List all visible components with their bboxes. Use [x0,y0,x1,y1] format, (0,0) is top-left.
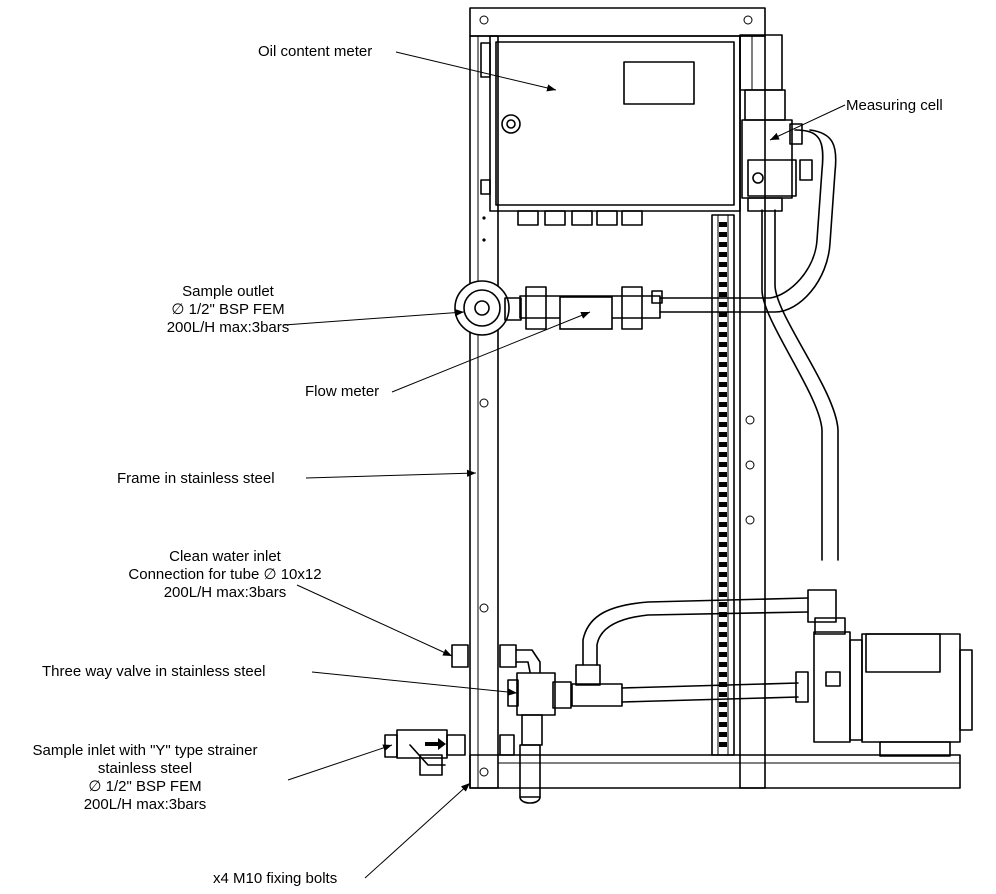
rack-rung [719,242,727,247]
rack-rung [719,222,727,227]
rack-rung [719,352,727,357]
rack-rung [719,652,727,657]
frame [469,7,961,789]
rack-rung [719,382,727,387]
rack-rung [719,472,727,477]
rack-rung [719,712,727,717]
label-three-way-valve: Three way valve in stainless steel [42,663,266,680]
rack-rung [719,252,727,257]
rack-rung [719,312,727,317]
label-measuring-cell: Measuring cell [846,97,943,114]
rack-rung [719,432,727,437]
rack-rung [719,722,727,727]
rack-rung [719,612,727,617]
rack-rung [719,582,727,587]
label-sample-outlet-line-2: ∅ 1/2" BSP FEM [171,301,285,318]
rack-rung [719,392,727,397]
label-sample-inlet-line-4: 200L/H max:3bars [83,796,207,813]
rack-rung [719,422,727,427]
rack-rung [719,332,727,337]
oil-content-meter [480,34,783,226]
rack-rung [719,512,727,517]
label-clean-water-line-1: Clean water inlet [169,548,281,565]
rack-rung [719,452,727,457]
rack-rung [719,622,727,627]
clean-water-inlet [451,644,541,673]
rack-rung [719,362,727,367]
pump [795,589,973,757]
label-clean-water-line-3: 200L/H max:3bars [163,584,287,601]
rack-rung [719,532,727,537]
rack-rung [719,672,727,677]
rack-rung [719,642,727,647]
label-oil-content-meter: Oil content meter [258,43,373,60]
label-sample-inlet: Sample inlet with "Y" type strainer stai… [2,742,288,814]
rack-rung [719,292,727,297]
three-way-valve [507,664,623,746]
flow-meter [519,286,663,330]
rack-rung [719,492,727,497]
label-clean-water-inlet: Clean water inlet Connection for tube ∅ … [80,548,370,602]
rack-rung [719,502,727,507]
rack-rung [719,412,727,417]
measuring-cell [741,89,813,212]
rack-rung [719,342,727,347]
rack-rung [719,322,727,327]
cable-rack [711,214,735,756]
rack-rung [719,692,727,697]
rack-rung [719,602,727,607]
label-sample-outlet: Sample outlet ∅ 1/2" BSP FEM 200L/H max:… [150,283,306,337]
label-flow-meter: Flow meter [305,383,380,400]
rack-rung [719,302,727,307]
label-fixing-bolts: x4 M10 fixing bolts [213,870,338,887]
label-sample-inlet-line-1: Sample inlet with "Y" type strainer [32,742,258,759]
sample-outlet-valve [454,280,522,336]
label-frame: Frame in stainless steel [117,470,275,487]
rack-rung [719,402,727,407]
rack-rung [719,742,727,747]
label-sample-inlet-line-3: ∅ 1/2" BSP FEM [88,778,202,795]
rack-rung [719,632,727,637]
label-clean-water-line-2: Connection for tube ∅ 10x12 [128,566,322,583]
rack-rung [719,282,727,287]
rack-rung [719,272,727,277]
rack-rung [719,592,727,597]
rack-rung [719,262,727,267]
leader-lines [283,51,846,879]
label-sample-inlet-line-2: stainless steel [97,760,193,777]
label-sample-outlet-line-1: Sample outlet [182,283,274,300]
rack-rung [719,442,727,447]
rack-rung [719,702,727,707]
rack-rung [719,372,727,377]
rack-rung [719,572,727,577]
hoses [582,129,839,703]
rack-rung [719,462,727,467]
rack-rung [719,562,727,567]
rack-rung [719,552,727,557]
label-sample-outlet-line-3: 200L/H max:3bars [166,319,290,336]
rack-rung [719,522,727,527]
rack-rung [719,732,727,737]
rack-rung [719,482,727,487]
y-strainer [384,729,541,804]
rack-rung [719,232,727,237]
rack-rung [719,542,727,547]
rack-rung [719,662,727,667]
